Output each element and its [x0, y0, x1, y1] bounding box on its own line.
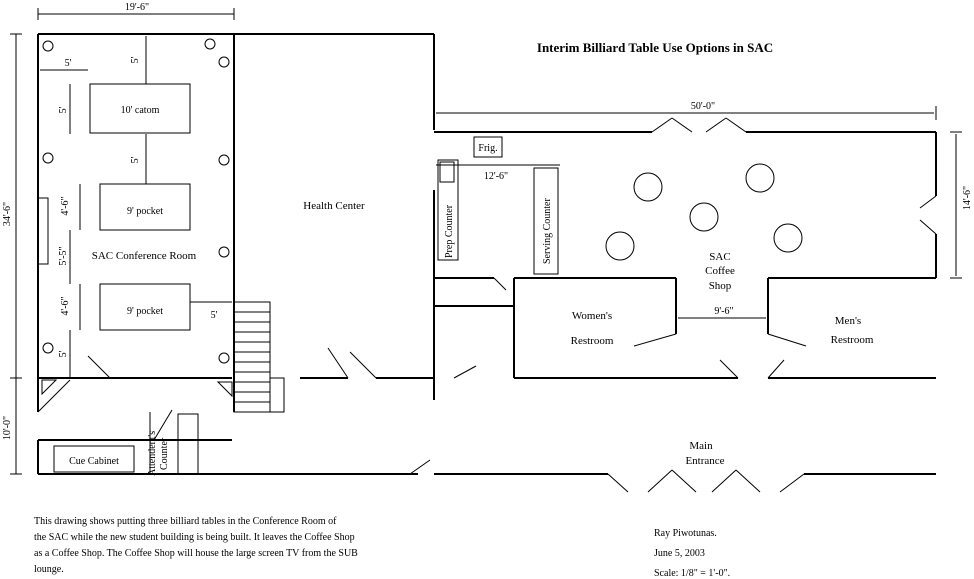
- dim-pocket2-right: 5': [211, 310, 218, 321]
- serving-counter-label: Serving Counter: [542, 198, 553, 264]
- pocket-table-1-label: 9' pocket: [127, 206, 163, 217]
- description-line-2: the SAC while the new student building i…: [34, 532, 355, 543]
- prep-counter-label: Prep Counter: [444, 204, 455, 258]
- description-line-3: as a Coffee Shop. The Coffee Shop will h…: [34, 548, 358, 559]
- mens-restroom-label-1: Men's: [835, 315, 861, 327]
- coffee-shop-walls: [434, 117, 937, 379]
- date: June 5, 2003: [654, 548, 705, 559]
- dim-top-gap-down: 5': [130, 56, 141, 63]
- coffee-shop-label-2: Coffee: [705, 265, 735, 277]
- womens-restroom-label-1: Women's: [572, 310, 612, 322]
- main-entrance-label-1: Main: [689, 440, 713, 452]
- dim-counter-width: 12'-6": [484, 171, 508, 182]
- dim-shop-width: 50'-0": [691, 101, 715, 112]
- description-line-1: This drawing shows putting three billiar…: [34, 516, 337, 527]
- dim-catom-side: 5': [58, 106, 69, 113]
- prep-counter-sink: [439, 161, 455, 183]
- dim-bottom-side: 5': [58, 350, 69, 357]
- pocket-table-2: [99, 283, 191, 331]
- health-center-walls: [300, 190, 435, 400]
- serving-counter-box: [533, 167, 559, 275]
- catom-table-label: 10' catom: [121, 105, 160, 116]
- mens-restroom-label-2: Restroom: [831, 334, 874, 346]
- frig-label: Frig.: [478, 143, 497, 154]
- plan-title: Interim Billiard Table Use Options in SA…: [537, 40, 773, 55]
- lower-area-details: [37, 355, 233, 475]
- prep-counter-box: [437, 159, 459, 261]
- health-center-label: Health Center: [303, 200, 365, 212]
- dim-shop-height: 14'-6": [962, 186, 973, 210]
- dim-left-height-lower: 10'-0": [2, 416, 13, 440]
- columns: [42, 38, 230, 364]
- coffee-shop-label-3: Shop: [709, 280, 732, 292]
- dim-between-tables: 5': [130, 156, 141, 163]
- dim-middle-side: 5'-5": [58, 246, 69, 265]
- dim-pocket1-side: 4'-6": [60, 196, 71, 215]
- dim-left-height-upper: 34'-6": [2, 202, 13, 226]
- cue-cabinet-box: [53, 445, 135, 473]
- author: Ray Piwotunas.: [654, 528, 717, 539]
- womens-restroom-label-2: Restroom: [571, 335, 614, 347]
- conference-room-label: SAC Conference Room: [92, 250, 197, 262]
- dim-restroom-gap: 9'-6": [714, 306, 733, 317]
- dimension-lines: [10, 8, 962, 475]
- description-note: This drawing shows putting three billiar…: [34, 514, 414, 578]
- pocket-table-1: [99, 183, 191, 231]
- dim-top-gap-left: 5': [65, 58, 72, 69]
- attendant-counter-label-1: Attendent's: [147, 431, 158, 476]
- description-line-4: lounge.: [34, 564, 64, 575]
- catom-table: [89, 83, 191, 134]
- coffee-shop-label-1: SAC: [709, 251, 730, 263]
- dim-pocket2-side: 4'-6": [60, 296, 71, 315]
- stairs: [233, 301, 285, 413]
- coffee-tables: [605, 163, 803, 261]
- corridor-walls: [409, 459, 936, 493]
- pocket-table-2-label: 9' pocket: [127, 306, 163, 317]
- dim-top-width: 19'-6": [125, 2, 149, 13]
- cue-cabinet-label: Cue Cabinet: [69, 456, 119, 467]
- attendant-counter-label-2: Counter: [159, 437, 170, 470]
- scale: Scale: 1/8" = 1'-0".: [654, 568, 731, 579]
- main-entrance-label-2: Entrance: [685, 455, 724, 467]
- frig-box: [473, 136, 503, 158]
